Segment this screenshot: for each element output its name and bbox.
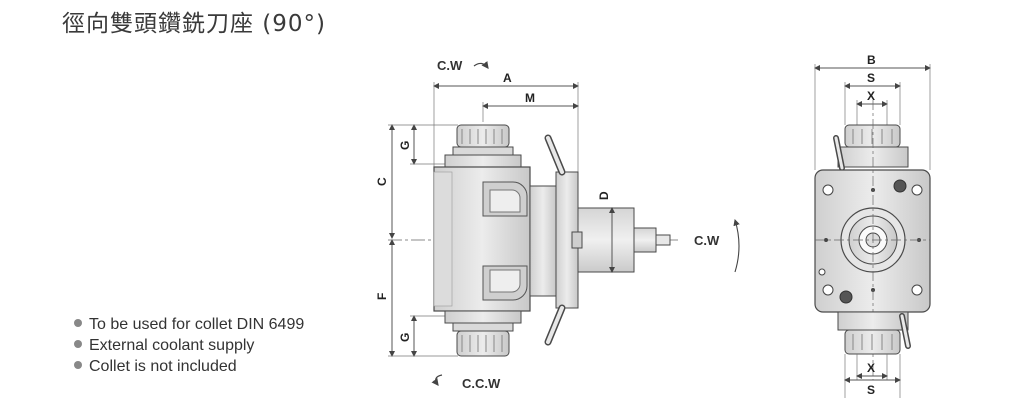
dim-label-x-bottom: X bbox=[867, 361, 875, 375]
dim-label-g-bottom: G bbox=[398, 333, 412, 342]
dim-label-s-bottom: S bbox=[867, 383, 875, 397]
feature-item: External coolant supply bbox=[74, 335, 304, 356]
dim-label-b: B bbox=[867, 53, 876, 67]
rotation-label-side: C.W bbox=[694, 233, 720, 248]
page-title: 徑向雙頭鑽銑刀座 (90°) bbox=[62, 11, 327, 37]
dim-label-a: A bbox=[503, 71, 512, 85]
rotation-arrow-icon bbox=[733, 218, 740, 273]
bullet-icon bbox=[74, 340, 82, 348]
feature-item: Collet is not included bbox=[74, 356, 304, 377]
dim-label-c: C bbox=[375, 177, 389, 186]
rotation-label-bottom: C.C.W bbox=[462, 376, 501, 391]
dim-label-m: M bbox=[525, 91, 535, 105]
rotation-arrow-icon bbox=[473, 61, 489, 69]
side-view: C.W A M C F G G bbox=[375, 58, 740, 391]
feature-item: To be used for collet DIN 6499 bbox=[74, 314, 304, 335]
dim-label-f: F bbox=[375, 293, 389, 300]
dim-label-x-top: X bbox=[867, 89, 875, 103]
dim-label-s-top: S bbox=[867, 71, 875, 85]
front-view: B S X bbox=[814, 53, 931, 398]
rotation-label-top: C.W bbox=[437, 58, 463, 73]
rotation-arrow-icon bbox=[431, 374, 443, 386]
dim-label-g-top: G bbox=[398, 141, 412, 150]
feature-list: To be used for collet DIN 6499 External … bbox=[74, 314, 304, 377]
bullet-icon bbox=[74, 361, 82, 369]
bullet-icon bbox=[74, 319, 82, 327]
dim-label-d: D bbox=[597, 191, 611, 200]
